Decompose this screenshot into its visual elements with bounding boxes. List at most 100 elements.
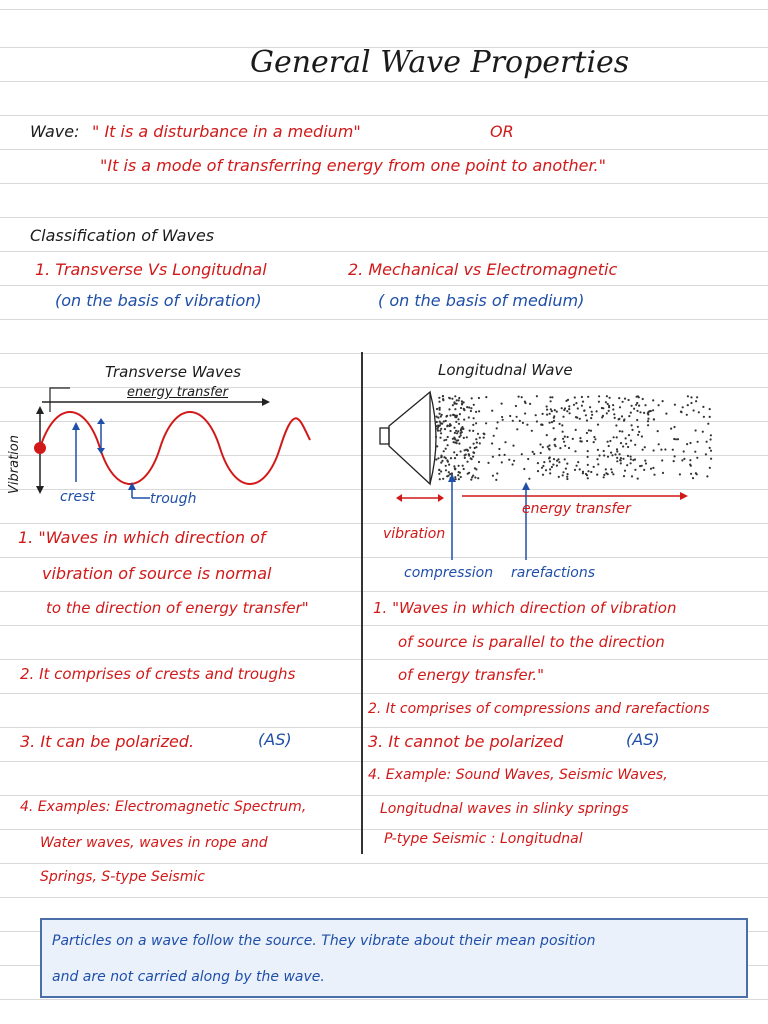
particle-dot [440, 454, 443, 457]
particle-dot [498, 454, 501, 457]
particle-dot [448, 408, 451, 411]
particle-dot [435, 415, 438, 418]
particle-dot [463, 409, 466, 412]
particle-dot [518, 419, 521, 422]
particle-dot [615, 424, 618, 427]
note-line-2: and are not carried along by the wave. [52, 969, 325, 985]
particle-dot [679, 410, 683, 413]
particle-dot [580, 395, 584, 399]
particle-dot [448, 463, 451, 466]
particle-dot [524, 412, 527, 415]
particle-dot [485, 396, 488, 399]
particle-dot [681, 406, 684, 409]
particle-dot [641, 448, 644, 451]
page-title: General Wave Properties [250, 45, 630, 80]
particle-dot [583, 409, 586, 412]
particle-dot [621, 400, 624, 403]
particle-dot [454, 408, 457, 411]
particle-dot [573, 396, 576, 399]
particle-dot [455, 439, 458, 442]
particle-dot [563, 407, 567, 410]
particle-dot [511, 463, 514, 466]
particle-dot [661, 400, 664, 403]
particle-dot [455, 420, 458, 423]
particle-dot [463, 456, 466, 459]
classification-heading: Classification of Waves [30, 226, 215, 245]
particle-dot [552, 463, 555, 466]
particle-dot [709, 434, 713, 437]
particle-dot [629, 455, 632, 458]
particle-dot [549, 468, 552, 471]
particle-dot [696, 396, 699, 399]
particle-dot [457, 474, 460, 477]
particle-dot [446, 424, 449, 427]
particle-dot [440, 461, 443, 464]
particle-dot [561, 474, 564, 477]
particle-dot [457, 430, 460, 433]
particle-dot [652, 399, 655, 402]
particle-dot [568, 408, 571, 411]
column-divider [361, 352, 363, 854]
particle-dot [624, 437, 627, 440]
particle-dot [453, 431, 456, 434]
particle-dot [546, 408, 549, 411]
particle-dot [544, 469, 548, 472]
particle-dot [447, 471, 450, 474]
transverse-point-1-line-2: vibration of source is normal [42, 564, 272, 583]
particle-dot [552, 427, 555, 430]
transverse-point-3: 3. It can be polarized. [20, 732, 195, 751]
particle-dot [457, 418, 460, 421]
particle-dot [672, 460, 675, 463]
particle-dot [708, 446, 711, 449]
particle-dot [618, 453, 621, 456]
particle-dot [546, 413, 549, 416]
particle-dot [435, 425, 438, 428]
particle-dot [442, 477, 445, 480]
particle-dot [696, 456, 699, 459]
particle-dot [436, 429, 440, 432]
particle-dot [438, 408, 441, 411]
particle-dot [589, 406, 592, 409]
particle-dot [536, 462, 540, 465]
particle-dot [657, 404, 660, 407]
particle-dot [566, 462, 569, 465]
particle-dot [702, 415, 706, 418]
particle-dot [553, 409, 556, 412]
particle-dot [475, 410, 478, 413]
particle-dot [576, 416, 579, 419]
particle-dot [566, 410, 569, 413]
particle-dot [644, 404, 647, 407]
particle-dot [536, 470, 540, 473]
particle-dot [629, 411, 632, 414]
particle-dot [623, 418, 626, 421]
particle-dot [508, 458, 511, 461]
particle-dot [708, 466, 711, 469]
particle-dot [622, 475, 626, 478]
particle-dot [443, 439, 446, 442]
particle-dot [622, 445, 625, 448]
particle-dot [563, 435, 566, 438]
particle-dot [571, 437, 574, 440]
particle-dot [607, 444, 610, 448]
particle-dot [619, 457, 623, 460]
particle-dot [629, 458, 633, 461]
summary-note-box [40, 918, 748, 998]
particle-dot [459, 434, 462, 437]
transverse-point-4-line-2: Water waves, waves in rope and [40, 835, 268, 851]
particle-dot [630, 475, 634, 478]
particle-dot [641, 397, 644, 401]
particle-dot [685, 413, 688, 416]
particle-dot [676, 438, 680, 441]
particle-dot [453, 457, 457, 460]
particle-dot [606, 473, 609, 476]
particle-dot [459, 450, 462, 453]
particle-dot [626, 454, 630, 457]
longitudinal-vibration-label: vibration [383, 526, 446, 542]
particle-dot [496, 421, 499, 424]
particle-dot [683, 457, 686, 460]
particle-dot [643, 446, 646, 449]
particle-dot [469, 409, 472, 413]
particle-dot [434, 435, 438, 438]
particle-dot [612, 436, 615, 439]
particle-dot [618, 397, 621, 400]
